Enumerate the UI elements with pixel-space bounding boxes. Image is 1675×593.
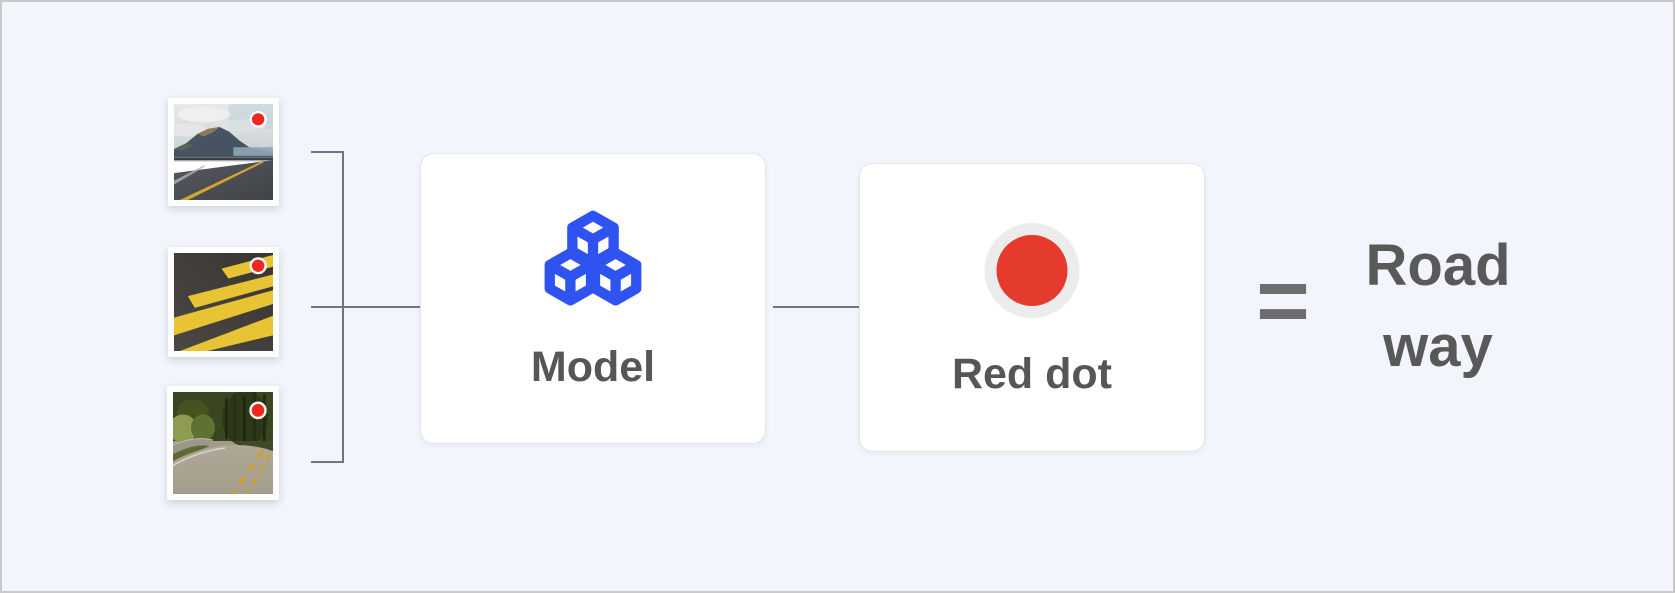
mountain-road-illustration [174,104,273,200]
model-label: Model [530,343,656,391]
crosswalk-illustration [174,253,273,351]
red-dot-box: Red dot [859,163,1205,452]
input-photo-crosswalk [168,247,279,357]
connector-stub-middle [311,306,421,308]
red-dot-marker-icon [249,111,267,128]
forest-road-illustration [173,392,273,494]
red-dot-ring [984,223,1080,318]
connector-stub-bottom [311,461,344,463]
connector-stub-top [311,151,344,153]
output-label: Red dot [951,350,1113,398]
model-box: Model [420,153,766,444]
connector-vertical-trunk [342,151,344,463]
input-photo-forest-road [167,386,279,500]
cubes-icon [544,210,642,306]
result-text: Road way [1328,225,1548,387]
red-dot-marker-icon [249,401,267,420]
input-photo-mountain-road [168,98,279,206]
result-line-2: way [1383,314,1493,379]
connector-model-to-output [773,306,859,308]
red-dot-marker-icon [249,257,267,275]
equals-sign: = [1256,250,1310,352]
red-dot-icon [996,235,1068,306]
result-line-1: Road [1365,233,1511,298]
